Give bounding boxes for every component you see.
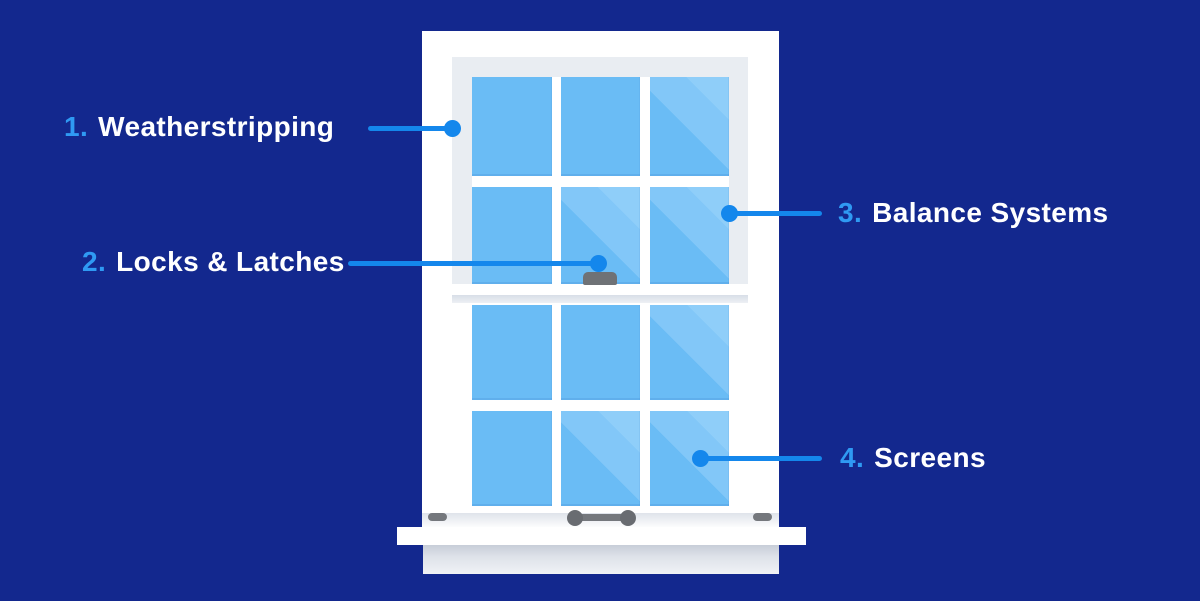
label-text: Screens xyxy=(874,442,986,473)
sill-apron xyxy=(423,545,779,574)
lift-handle-knob-left xyxy=(567,510,583,526)
frame-plug-right xyxy=(753,513,772,521)
glass-pane xyxy=(472,305,552,400)
leader-dot-locks-latches xyxy=(590,255,607,272)
leader-line-balance-systems xyxy=(729,211,822,216)
frame-bottom-shade xyxy=(422,513,779,530)
frame-plug-left xyxy=(428,513,447,521)
label-text: Weatherstripping xyxy=(98,111,335,142)
glass-pane-balance-target xyxy=(650,187,729,284)
leader-line-screens xyxy=(700,456,822,461)
glass-pane xyxy=(561,77,640,176)
glass-pane xyxy=(561,305,640,400)
leader-dot-balance-systems xyxy=(721,205,738,222)
leader-line-weatherstripping xyxy=(368,126,453,131)
lift-handle-knob-right xyxy=(620,510,636,526)
glass-pane xyxy=(650,77,729,176)
label-number: 3. xyxy=(838,197,863,228)
label-number: 4. xyxy=(840,442,865,473)
glass-pane xyxy=(561,411,640,506)
lift-handle-bar xyxy=(575,514,628,521)
sash-lock-icon xyxy=(583,272,617,285)
label-locks-latches: 2. Locks & Latches xyxy=(82,245,345,279)
window-sill xyxy=(397,527,806,545)
label-text: Balance Systems xyxy=(872,197,1109,228)
label-weatherstripping: 1. Weatherstripping xyxy=(64,110,334,144)
glass-pane xyxy=(472,411,552,506)
label-text: Locks & Latches xyxy=(116,246,345,277)
leader-dot-screens xyxy=(692,450,709,467)
leader-dot-weatherstripping xyxy=(444,120,461,137)
glass-pane xyxy=(650,305,729,400)
label-number: 2. xyxy=(82,246,107,277)
label-balance-systems: 3. Balance Systems xyxy=(838,196,1109,230)
meeting-rail xyxy=(452,284,748,295)
sash-overlap-shadow xyxy=(452,295,748,303)
glass-pane xyxy=(472,77,552,176)
label-number: 1. xyxy=(64,111,89,142)
label-screens: 4. Screens xyxy=(840,441,986,475)
glass-pane xyxy=(472,187,552,284)
leader-line-locks-latches xyxy=(348,261,598,266)
